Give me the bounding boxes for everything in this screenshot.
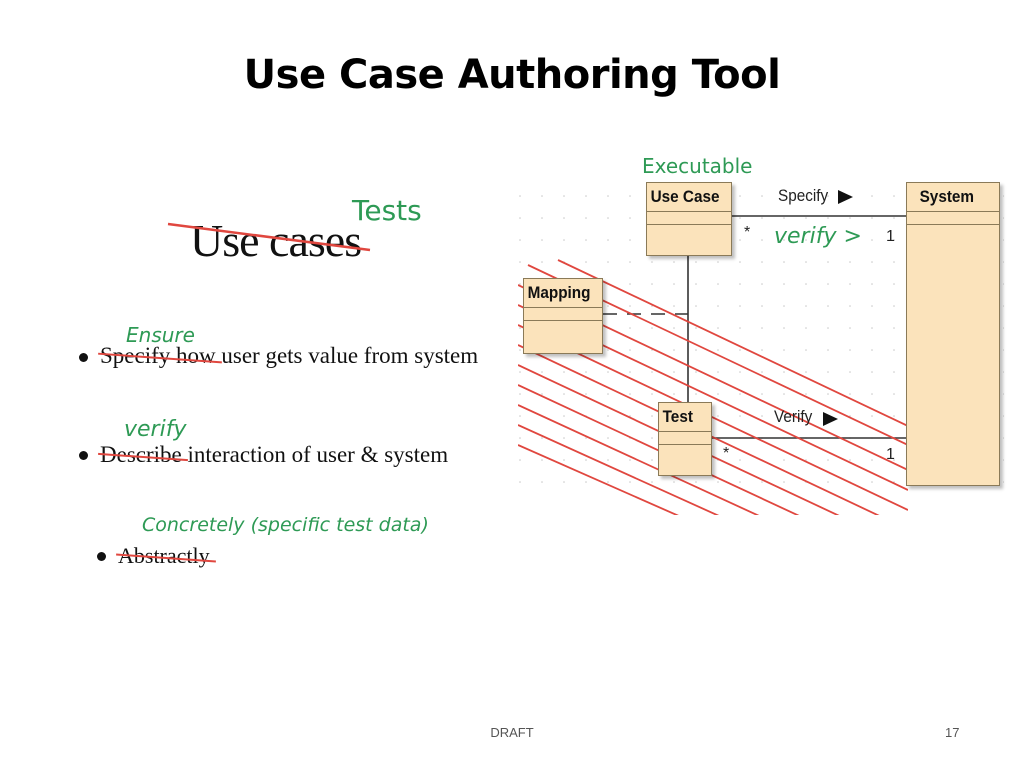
bullet-1-dot xyxy=(79,353,88,362)
footer-draft-label: DRAFT xyxy=(490,725,534,740)
system-multiplicity-bottom: 1 xyxy=(886,446,895,463)
mapping-class-operations xyxy=(524,320,602,333)
system-class-operations xyxy=(907,224,999,237)
test-multiplicity: * xyxy=(723,445,730,462)
test-class-attributes xyxy=(659,431,711,444)
heading-annotation: Use cases Tests xyxy=(160,188,460,278)
test-class[interactable]: Test xyxy=(658,402,712,476)
use-case-class-attributes xyxy=(647,211,731,224)
test-class-name: Test xyxy=(662,407,693,426)
mapping-class-attributes xyxy=(524,307,602,320)
mapping-class[interactable]: Mapping xyxy=(523,278,603,354)
verify-association-label: Verify xyxy=(774,407,813,426)
bullet-1: Specify how user gets value from system xyxy=(100,343,478,369)
bullet-1-struck: Specify how xyxy=(100,343,216,368)
bullet-3-correction: Concretely (specific test data) xyxy=(142,514,429,536)
use-case-multiplicity: * xyxy=(744,224,751,241)
verify-handwritten-label: verify > xyxy=(774,224,862,249)
heading-replacement: Tests xyxy=(352,194,422,227)
page-number: 17 xyxy=(945,725,960,740)
test-class-operations xyxy=(659,444,711,457)
bullet-2-dot xyxy=(79,451,88,460)
use-case-class[interactable]: Use Case xyxy=(646,182,732,256)
system-class-name: System xyxy=(919,187,975,206)
bullet-2-struck: Describe xyxy=(100,442,182,467)
bullet-2-correction: verify xyxy=(124,417,187,442)
bullet-1-text: user gets value from system xyxy=(215,343,479,368)
bullet-2-text: interaction of user & system xyxy=(181,442,449,467)
uml-diagram: Executable Use Case System Mapping Test … xyxy=(518,150,1004,515)
use-case-class-operations xyxy=(647,224,731,237)
system-multiplicity-top: 1 xyxy=(886,228,895,245)
struck-heading: Use cases xyxy=(190,215,362,266)
use-case-class-name: Use Case xyxy=(650,187,720,206)
bullet-2: Describe interaction of user & system xyxy=(100,442,448,468)
mapping-class-name: Mapping xyxy=(527,283,591,302)
specify-association-label: Specify xyxy=(778,186,829,205)
executable-note: Executable xyxy=(642,154,753,178)
bullet-3-struck: Abstractly xyxy=(118,543,210,568)
system-class[interactable]: System xyxy=(906,182,1000,486)
slide-title: Use Case Authoring Tool xyxy=(243,52,781,98)
bullet-3: Abstractly xyxy=(118,543,210,569)
bullet-3-dot xyxy=(97,552,106,561)
system-class-attributes xyxy=(907,211,999,224)
